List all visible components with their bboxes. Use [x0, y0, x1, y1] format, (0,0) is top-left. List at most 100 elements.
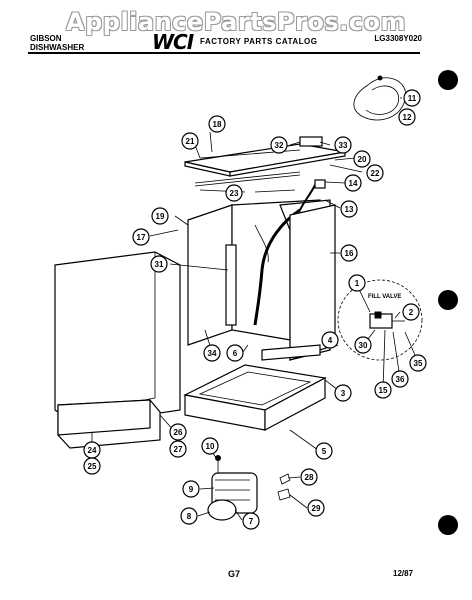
- svg-text:31: 31: [155, 260, 164, 269]
- catalog-date: 12/87: [393, 569, 414, 578]
- top-brackets: [194, 171, 301, 187]
- callout-12: 12: [398, 108, 416, 126]
- callout-11: 11: [403, 89, 421, 107]
- callout-33: 33: [334, 136, 352, 154]
- callout-31: 31: [150, 255, 168, 273]
- svg-text:32: 32: [275, 141, 284, 150]
- callout-20: 20: [353, 150, 371, 168]
- svg-text:36: 36: [396, 375, 405, 384]
- callout-2: 2: [402, 303, 420, 321]
- callout-10: 10: [201, 437, 219, 455]
- product-type: DISHWASHER: [30, 43, 85, 52]
- svg-text:11: 11: [408, 94, 417, 103]
- svg-text:25: 25: [88, 462, 97, 471]
- kick-plate: [57, 399, 161, 449]
- svg-text:8: 8: [187, 512, 192, 521]
- wci-logo: WCI: [152, 30, 194, 54]
- svg-text:18: 18: [213, 120, 222, 129]
- svg-text:15: 15: [379, 386, 388, 395]
- svg-text:4: 4: [328, 336, 333, 345]
- svg-text:9: 9: [189, 485, 194, 494]
- callout-36: 36: [391, 370, 409, 388]
- callout-4: 4: [321, 331, 339, 349]
- svg-text:14: 14: [349, 179, 358, 188]
- svg-text:33: 33: [339, 141, 348, 150]
- callout-6: 6: [226, 344, 244, 362]
- svg-text:20: 20: [358, 155, 367, 164]
- callout-24: 24: [83, 441, 101, 459]
- callout-27: 27: [169, 440, 187, 458]
- base-frame: [183, 364, 327, 431]
- fill-valve-label: FILL VALVE: [368, 294, 401, 300]
- svg-text:6: 6: [233, 349, 238, 358]
- callout-8: 8: [180, 507, 198, 525]
- callout-16: 16: [340, 244, 358, 262]
- svg-text:34: 34: [208, 349, 217, 358]
- hose-clamp: [314, 179, 326, 189]
- leader-lines: [91, 97, 419, 521]
- fill-valve-detail: FILL VALVE: [337, 279, 423, 361]
- binder-hole-middle: [438, 290, 458, 310]
- svg-text:23: 23: [230, 189, 239, 198]
- callout-18: 18: [208, 115, 226, 133]
- svg-text:1: 1: [355, 279, 360, 288]
- callout-1: 1: [348, 274, 366, 292]
- catalog-number: LG3308Y020: [374, 34, 422, 43]
- callout-30: 30: [354, 336, 372, 354]
- wire-harness: [353, 75, 407, 121]
- svg-text:21: 21: [186, 137, 195, 146]
- front-strip: [261, 344, 321, 361]
- svg-text:28: 28: [305, 473, 314, 482]
- svg-text:5: 5: [322, 447, 327, 456]
- callout-34: 34: [203, 344, 221, 362]
- callout-32: 32: [270, 136, 288, 154]
- svg-text:17: 17: [137, 233, 146, 242]
- svg-text:2: 2: [409, 308, 414, 317]
- callout-7: 7: [242, 512, 260, 530]
- brand-block: GIBSON DISHWASHER: [30, 34, 84, 52]
- watermark: AppliancePartsPros.com: [66, 8, 406, 36]
- svg-text:12: 12: [403, 113, 412, 122]
- callout-19: 19: [151, 207, 169, 225]
- callout-13: 13: [340, 200, 358, 218]
- page-number: G7: [228, 569, 241, 579]
- svg-text:26: 26: [174, 428, 183, 437]
- svg-text:29: 29: [312, 504, 321, 513]
- top-clip-part: [299, 136, 323, 147]
- callout-3: 3: [334, 384, 352, 402]
- motor-assembly: [207, 455, 258, 521]
- callout-14: 14: [344, 174, 362, 192]
- brand-name: GIBSON: [30, 34, 62, 43]
- svg-text:10: 10: [206, 442, 215, 451]
- callout-25: 25: [83, 457, 101, 475]
- callout-21: 21: [181, 132, 199, 150]
- callout-23: 23: [225, 184, 243, 202]
- svg-text:27: 27: [174, 445, 183, 454]
- binder-hole-top: [438, 70, 458, 90]
- door-panel: [54, 251, 181, 426]
- latch-parts: [277, 473, 291, 501]
- svg-text:3: 3: [341, 389, 346, 398]
- svg-text:24: 24: [88, 446, 97, 455]
- inlet-hose: [299, 184, 316, 211]
- callout-35: 35: [409, 354, 427, 372]
- header-rule: [28, 52, 420, 54]
- catalog-title: FACTORY PARTS CATALOG: [200, 37, 318, 46]
- svg-text:35: 35: [414, 359, 423, 368]
- binder-hole-bottom: [438, 515, 458, 535]
- callout-28: 28: [300, 468, 318, 486]
- callout-5: 5: [315, 442, 333, 460]
- callout-9: 9: [182, 480, 200, 498]
- callout-15: 15: [374, 381, 392, 399]
- svg-text:13: 13: [345, 205, 354, 214]
- callout-29: 29: [307, 499, 325, 517]
- svg-text:30: 30: [359, 341, 368, 350]
- svg-text:22: 22: [371, 169, 380, 178]
- svg-text:16: 16: [345, 249, 354, 258]
- callout-22: 22: [366, 164, 384, 182]
- callout-17: 17: [132, 228, 150, 246]
- svg-text:19: 19: [156, 212, 165, 221]
- svg-text:7: 7: [249, 517, 254, 526]
- top-cover: [184, 143, 346, 177]
